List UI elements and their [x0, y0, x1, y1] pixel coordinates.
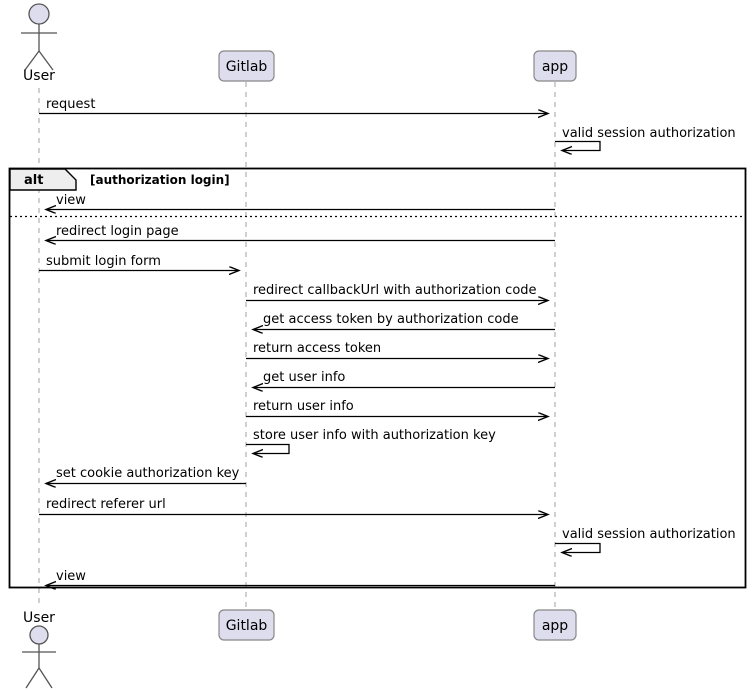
- message-return-access-token-label: return access token: [253, 341, 381, 356]
- message-redirect-login-page: redirect login page: [46, 224, 555, 241]
- participant-footer-gitlab-label: Gitlab: [226, 618, 268, 634]
- message-set-cookie-authorization-key-label: set cookie authorization key: [56, 466, 240, 481]
- participant-footer-user-label: User: [23, 610, 55, 626]
- message-submit-login-form: submit login form: [39, 254, 239, 271]
- message-valid-session-authorization-1: valid session authorization: [555, 126, 736, 151]
- participant-header-gitlab[interactable]: Gitlab: [218, 50, 275, 82]
- participant-footer-app[interactable]: app: [533, 609, 577, 641]
- lifelines-group: [38, 82, 556, 608]
- message-get-access-token: get access token by authorization code: [253, 312, 555, 330]
- participant-box-gitlab-footer[interactable]: [218, 609, 275, 641]
- actor-leg-left-line: [24, 50, 40, 71]
- alt-fragment-border: [8, 167, 747, 589]
- message-redirect-callbackurl: redirect callbackUrl with authorization …: [246, 283, 548, 301]
- participant-header-app[interactable]: app: [533, 50, 577, 82]
- actor-leg-right-line: [38, 50, 54, 71]
- message-submit-login-form-label: submit login form: [46, 254, 161, 269]
- message-valid-session-authorization-1-label: valid session authorization: [562, 126, 736, 141]
- message-view-1-label: view: [56, 193, 86, 208]
- participant-footer-app-label: app: [542, 618, 568, 634]
- message-view-2-label: view: [56, 569, 86, 584]
- alt-fragment-guard-label: [authorization login]: [90, 173, 230, 187]
- actor-leg-right-line-footer: [38, 667, 53, 689]
- message-redirect-referer-url-label: redirect referer url: [46, 497, 166, 512]
- alt-fragment: alt [authorization login]: [8, 167, 747, 589]
- participant-box-gitlab[interactable]: [218, 50, 275, 82]
- message-return-user-info: return user info: [246, 399, 548, 417]
- participant-header-gitlab-label: Gitlab: [226, 59, 268, 75]
- message-request: request: [39, 97, 548, 114]
- actor-leg-left-line-footer: [25, 667, 40, 689]
- actor-head-icon: [28, 3, 50, 25]
- message-view-1: view: [46, 193, 555, 210]
- message-valid-session-authorization-1-selfloop: [555, 140, 601, 151]
- message-store-user-info-selfloop: [246, 443, 290, 454]
- message-return-access-token: return access token: [246, 341, 548, 359]
- participant-footer-user[interactable]: User: [22, 610, 56, 689]
- alt-fragment-operator-label: alt: [24, 173, 43, 188]
- message-valid-session-authorization-2-selfloop: [555, 542, 601, 553]
- message-set-cookie-authorization-key: set cookie authorization key: [46, 466, 246, 484]
- participant-header-user[interactable]: User: [21, 3, 57, 84]
- message-get-access-token-label: get access token by authorization code: [263, 312, 519, 327]
- message-view-2: view: [46, 569, 555, 586]
- participant-header-user-label: User: [23, 68, 55, 84]
- alt-fragment-header-tab: [9, 168, 77, 191]
- message-request-label: request: [46, 97, 95, 112]
- message-get-user-info: get user info: [253, 370, 555, 388]
- message-valid-session-authorization-2-label: valid session authorization: [562, 527, 736, 542]
- participant-footer-gitlab[interactable]: Gitlab: [218, 609, 275, 641]
- message-redirect-callbackurl-label: redirect callbackUrl with authorization …: [253, 283, 537, 298]
- message-store-user-info-label: store user info with authorization key: [253, 428, 496, 443]
- message-get-user-info-label: get user info: [263, 370, 345, 385]
- message-redirect-referer-url: redirect referer url: [39, 497, 548, 515]
- message-store-user-info: store user info with authorization key: [246, 428, 496, 454]
- participant-box-app-footer[interactable]: [533, 609, 577, 641]
- message-return-user-info-label: return user info: [253, 399, 354, 414]
- participant-box-app[interactable]: [533, 50, 577, 82]
- message-redirect-login-page-label: redirect login page: [56, 224, 179, 239]
- message-valid-session-authorization-2: valid session authorization: [555, 527, 736, 553]
- actor-head-icon-footer: [29, 625, 49, 645]
- participant-header-app-label: app: [542, 59, 568, 75]
